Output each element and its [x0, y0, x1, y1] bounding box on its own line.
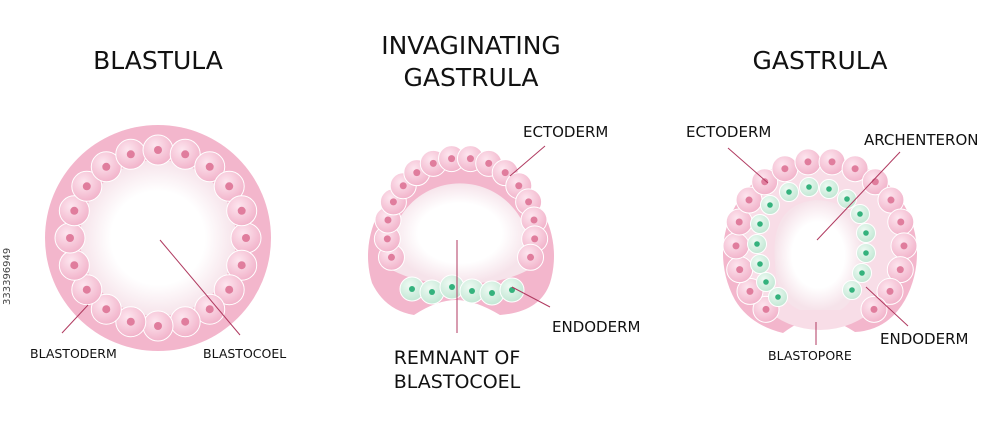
gastrula-title: GASTRULA: [720, 44, 920, 78]
gas-ectoderm-label: ECTODERM: [686, 123, 771, 141]
remnant-label-line1: REMNANT OF: [390, 346, 524, 370]
remnant-label: REMNANT OF BLASTOCOEL: [390, 346, 524, 394]
archenteron-label: ARCHENTERON: [864, 131, 978, 149]
gastrula-panel: GASTRULA: [720, 0, 920, 428]
blastula-panel: BLASTULA: [40, 0, 276, 428]
remnant-label-line2: BLASTOCOEL: [390, 370, 524, 394]
inv-endoderm-label: ENDODERM: [552, 318, 640, 336]
blastoderm-label: BLASTODERM: [30, 346, 117, 361]
image-id-watermark: 333396949: [2, 248, 13, 305]
gas-endoderm-label: ENDODERM: [880, 330, 968, 348]
inv-ectoderm-label: ECTODERM: [523, 123, 608, 141]
blastocoel-label: BLASTOCOEL: [203, 346, 286, 361]
invaginating-title-line2: GASTRULA: [356, 61, 586, 95]
blastula-title: BLASTULA: [40, 44, 276, 78]
invaginating-title-line1: INVAGINATING: [356, 29, 586, 63]
blastopore-label: BLASTOPORE: [768, 348, 852, 363]
